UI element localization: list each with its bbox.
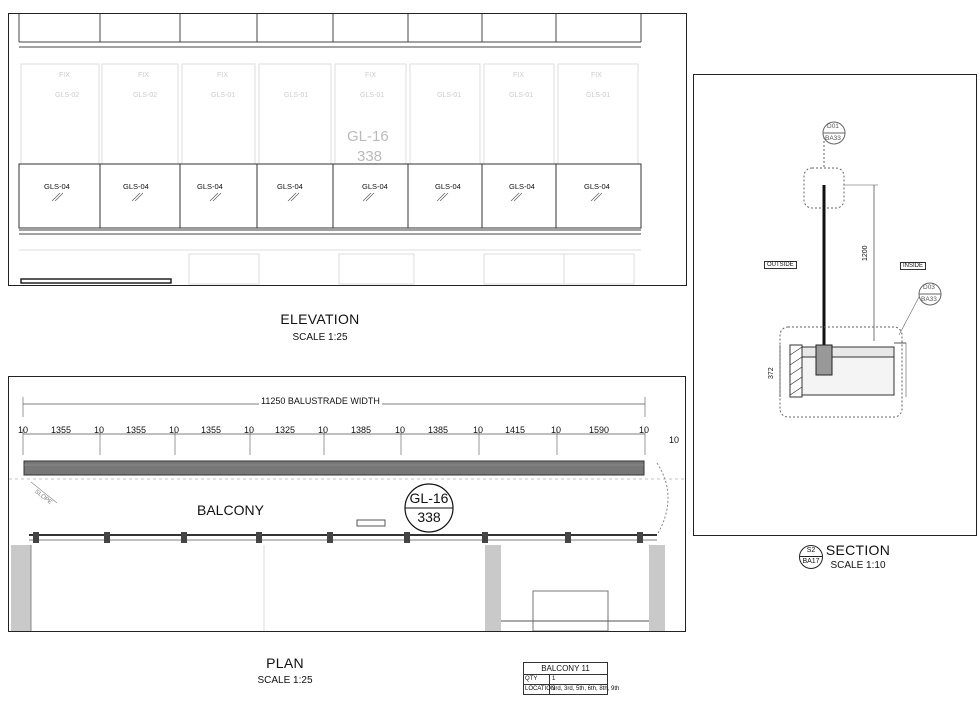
section-reference-bubble: S2 BA17 [799,545,823,569]
faint-fix-label: FIX [365,72,376,79]
dimension-label: 10 [639,425,650,435]
dimension-label: 10 [318,425,329,435]
panel-label: GLS-04 [509,182,535,191]
faint-code-label: GLS-01 [437,92,462,99]
dimension-label-right: 10 [669,435,680,445]
glazing-tag-number: 338 [417,509,441,525]
dimension-label: 10 [473,425,484,435]
section-view: D01 BA33 D03 BA33 OUTSIDE INSIDE 1200 37… [693,74,977,536]
plan-title: PLAN [266,655,304,671]
faint-fix-label: FIX [138,72,149,79]
dimension-label: 10 [169,425,180,435]
panel-label: GLS-04 [435,182,461,191]
schedule-value: 1 [552,676,556,682]
dimension-label: 1415 [505,425,526,435]
dimension-label: 1590 [589,425,610,435]
faint-code-label: GLS-01 [211,92,236,99]
faint-fix-label: FIX [217,72,228,79]
faint-code-label: GLS-01 [586,92,611,99]
plan-drawing [9,397,685,631]
dimension-label: 10 [395,425,406,435]
dimension-label: 10 [18,425,29,435]
panel-label: GLS-04 [584,182,610,191]
schedule-title: BALCONY 11 [524,663,607,675]
detail-callout-side-number: D03 [923,284,935,291]
detail-callout-top-sheet: BA33 [825,135,841,142]
schedule-table: BALCONY 11 QTY 1 LOCATION 3rd, 3rd, 5th,… [523,662,619,695]
dimension-label: 1385 [428,425,449,435]
dimension-label: 10 [94,425,105,435]
outside-label: OUTSIDE [764,261,797,269]
faint-tag-code: GL-16 [347,128,389,145]
panel-label: GLS-04 [123,182,149,191]
faint-fix-label: FIX [513,72,524,79]
schedule-key: LOCATION [525,685,556,694]
section-ref-sheet: BA17 [802,558,820,565]
section-title: SECTION [825,542,891,558]
schedule-row: QTY 1 [524,675,607,685]
plan-view: 11250 BALUSTRADE WIDTH 10 1355 10 1355 1… [8,376,686,632]
dimension-label: 10 [244,425,255,435]
dimension-label: 1355 [201,425,222,435]
faint-code-label: GLS-02 [133,92,158,99]
section-scale: SCALE 1:10 [830,560,886,571]
panel-label: GLS-04 [197,182,223,191]
panel-label: GLS-04 [362,182,388,191]
detail-callout-side-sheet: BA33 [921,296,937,303]
dimension-label: 1385 [351,425,372,435]
dimension-label: 1355 [126,425,147,435]
elevation-title: ELEVATION [280,311,360,327]
glazing-tag-code: GL-16 [409,490,449,506]
overall-dimension: 11250 BALUSTRADE WIDTH [259,396,382,406]
elevation-scale: SCALE 1:25 [292,332,348,343]
schedule-value: 3rd, 3rd, 5th, 6th, 8th, 9th [552,686,620,692]
elevation-view: FIX FIX FIX FIX FIX FIX GLS-02 GLS-02 GL… [8,13,687,286]
dimension-label: 1355 [51,425,72,435]
schedule-key: QTY [524,675,550,684]
faint-fix-label: FIX [59,72,70,79]
faint-code-label: GLS-01 [284,92,309,99]
panel-label: GLS-04 [44,182,70,191]
height-dimension: 1200 [862,245,869,261]
elevation-drawing [18,14,642,285]
faint-tag-number: 338 [357,148,383,165]
faint-code-label: GLS-01 [360,92,385,99]
room-label: BALCONY [197,502,264,518]
faint-code-label: GLS-01 [509,92,534,99]
section-ref-number: S2 [800,546,822,557]
plan-scale: SCALE 1:25 [257,675,313,686]
dimension-label: 10 [551,425,562,435]
detail-callout-top-number: D01 [827,123,839,130]
dimension-label: 1325 [275,425,296,435]
faint-code-label: GLS-02 [55,92,80,99]
panel-label: GLS-04 [277,182,303,191]
inside-label: INSIDE [900,262,927,270]
schedule-row: LOCATION 3rd, 3rd, 5th, 6th, 8th, 9th [524,685,619,694]
faint-fix-label: FIX [591,72,602,79]
section-drawing [779,121,942,418]
base-dimension: 372 [768,367,775,379]
